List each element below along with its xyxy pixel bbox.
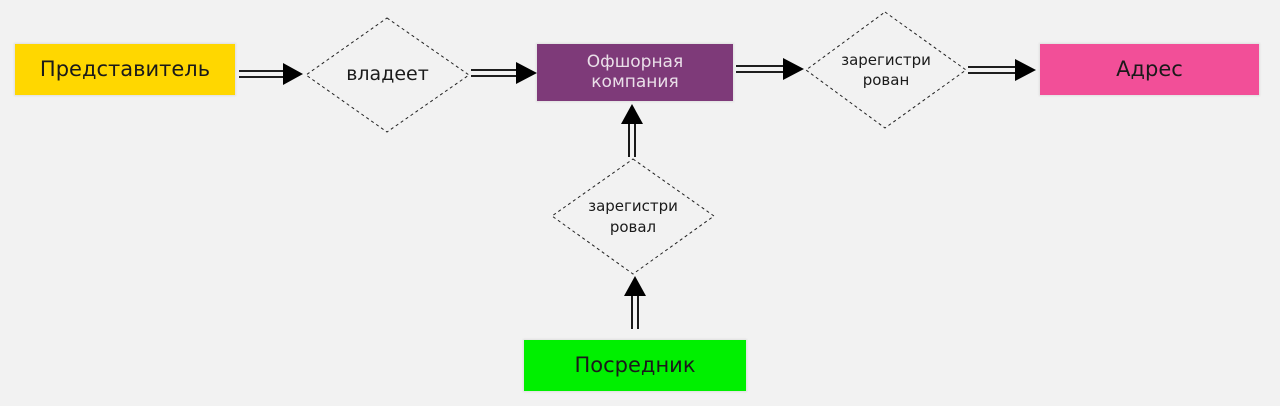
connector-registered-by-offshore: [621, 104, 643, 157]
entity-offshore-company-label: Офшорная компания: [586, 51, 684, 92]
connector-registered-at-address: [968, 59, 1036, 81]
entity-intermediary-label: Посредник: [574, 353, 696, 378]
relation-owns: владеет: [306, 18, 469, 132]
connector-intermediary-registered-by: [624, 276, 646, 329]
relation-registered-at: зарегистри рован: [806, 12, 966, 128]
entity-representative-label: Представитель: [39, 57, 211, 82]
connector-offshore-registered-at: [736, 58, 804, 80]
relation-registered-by: зарегистри ровал: [552, 159, 714, 274]
relation-owns-diamond: [305, 17, 470, 133]
relation-registered-at-diamond: [805, 11, 967, 129]
connector-owns-offshore: [471, 62, 537, 84]
relation-registered-at-label: зарегистри рован: [841, 50, 931, 89]
entity-address-label: Адрес: [1116, 57, 1183, 82]
relation-registered-by-diamond: [551, 158, 715, 275]
connector-representative-owns: [239, 63, 303, 85]
entity-intermediary: Посредник: [524, 340, 746, 391]
relation-registered-by-label: зарегистри ровал: [588, 197, 678, 236]
entity-offshore-company: Офшорная компания: [537, 44, 733, 101]
entity-address: Адрес: [1040, 44, 1259, 95]
relation-owns-label: владеет: [346, 63, 429, 86]
entity-representative: Представитель: [15, 44, 235, 95]
